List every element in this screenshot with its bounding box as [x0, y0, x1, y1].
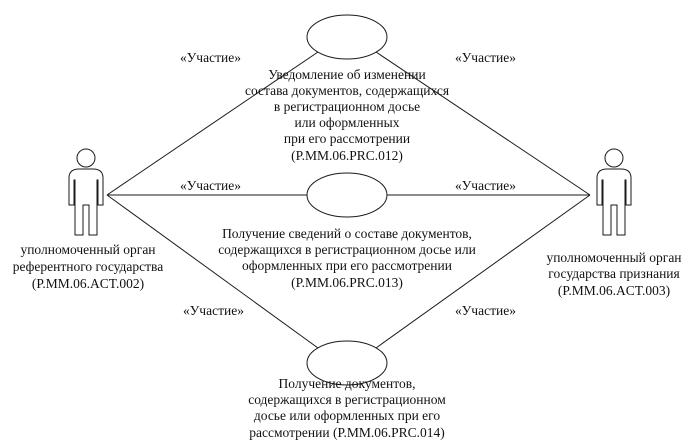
- label-line: оформленных при его рассмотрении: [242, 258, 452, 273]
- actor-icon: [596, 148, 632, 236]
- label-line: содержащихся в регистрационном: [248, 392, 446, 407]
- label-line: (P.MM.06.PRC.012): [291, 148, 403, 163]
- use-case-ellipse-014: [306, 340, 388, 386]
- label-line: в регистрационном досье: [274, 99, 420, 114]
- use-case-label-014: Получение документов, содержащихся в рег…: [248, 376, 446, 440]
- label-line: референтного государства: [13, 259, 164, 274]
- label-line: (P.MM.06.ACT.003): [558, 283, 670, 298]
- label-line: (P.MM.06.ACT.002): [32, 276, 144, 291]
- label-line: уполномоченный орган: [20, 242, 155, 257]
- label-line: или оформленных: [295, 115, 400, 130]
- stereotype-label: «Участие»: [455, 178, 516, 193]
- use-case-ellipse-013: [306, 172, 388, 218]
- label-line: уполномоченный орган: [546, 250, 681, 265]
- label-line: государства признания: [548, 266, 679, 281]
- use-case-label-013: Получение сведений о составе документов,…: [218, 226, 476, 290]
- label-line: состава документов, содержащихся: [245, 83, 449, 98]
- actor-label-recognition: уполномоченный орган государства признан…: [546, 250, 681, 298]
- label-line: при его рассмотрении: [284, 131, 410, 146]
- stereotype-label: «Участие»: [180, 50, 241, 65]
- association-left-top: [106, 51, 319, 196]
- actor-label-referent: уполномоченный орган референтного госуда…: [13, 242, 164, 291]
- stereotype-label: «Участие»: [183, 303, 244, 318]
- actor-icon: [68, 148, 104, 236]
- label-line: Получение документов,: [279, 376, 416, 391]
- stereotype-label: «Участие»: [455, 303, 516, 318]
- association-right-bottom: [375, 194, 591, 349]
- label-line: Уведомление об изменении: [268, 67, 425, 82]
- use-case-ellipse-012: [306, 14, 388, 60]
- stereotype-label: «Участие»: [455, 50, 516, 65]
- stereotype-label: «Участие»: [180, 178, 241, 193]
- label-line: Получение сведений о составе документов,: [222, 226, 472, 241]
- label-line: содержащихся в регистрационном досье или: [218, 242, 476, 257]
- association-right-top: [375, 51, 591, 196]
- association-left-bottom: [106, 194, 319, 349]
- label-line: рассмотрении (P.MM.06.PRC.014): [249, 425, 444, 440]
- label-line: досье или оформленных при его: [254, 408, 441, 423]
- label-line: (P.MM.06.PRC.013): [291, 275, 403, 290]
- use-case-label-012: Уведомление об изменении состава докумен…: [245, 67, 449, 163]
